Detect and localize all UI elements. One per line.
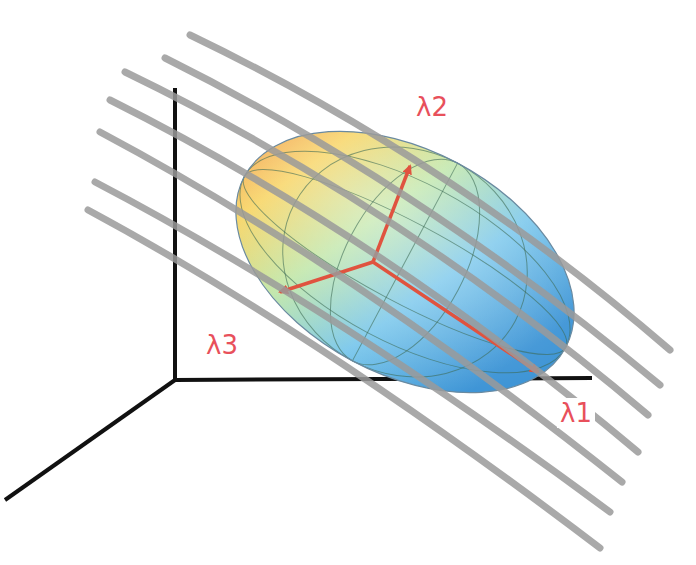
fiber-lines: [88, 35, 670, 548]
eigenvalue-label: λ3: [203, 330, 241, 360]
diffusion-ellipsoid: [192, 78, 619, 447]
eigenvalue-label: λ2: [413, 92, 451, 122]
eigenvalue-label: λ1: [557, 398, 595, 428]
